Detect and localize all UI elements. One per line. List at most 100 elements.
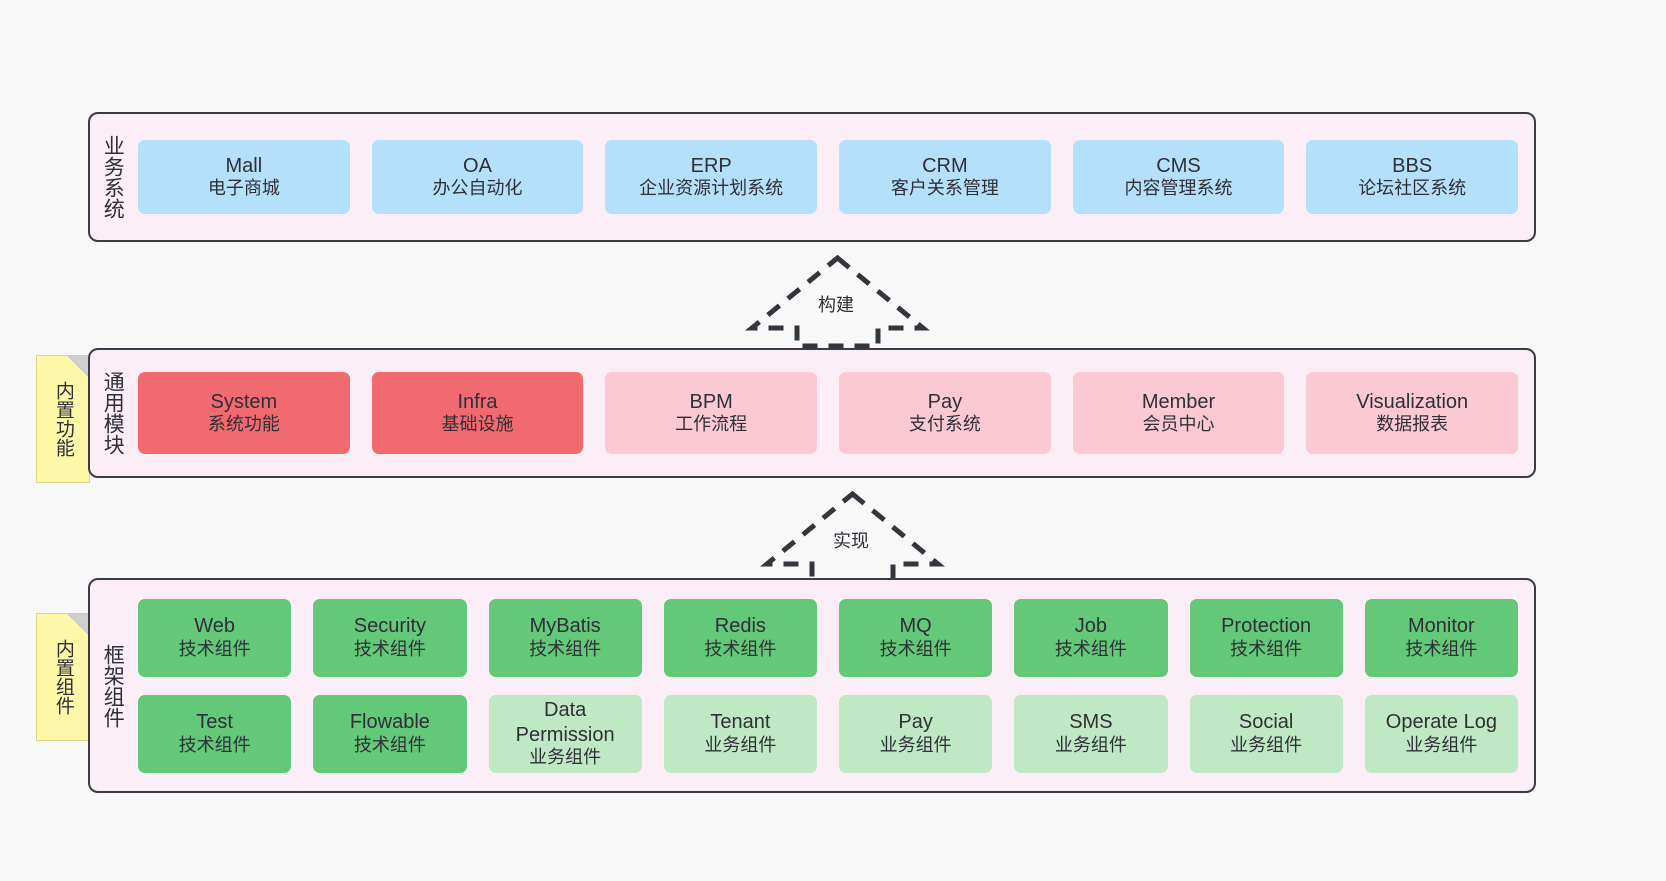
component-card-flowable[interactable]: Flowable 技术组件: [313, 694, 467, 773]
card-title: Data Permission: [515, 699, 615, 746]
card-subtitle: 会员中心: [1142, 414, 1215, 435]
layer-title-business-systems: 业务系统: [101, 135, 125, 219]
card-title: Tenant: [710, 711, 771, 734]
component-card-mq[interactable]: MQ 技术组件: [839, 598, 993, 677]
implement-arrow-label: 实现: [833, 531, 869, 551]
card-subtitle: 数据报表: [1376, 414, 1449, 435]
component-card-crm[interactable]: CRM 客户关系管理: [839, 140, 1051, 214]
component-card-redis[interactable]: Redis 技术组件: [663, 598, 817, 677]
card-subtitle: 技术组件: [1230, 638, 1303, 659]
card-title: Mall: [225, 154, 263, 177]
layer-framework-components: 框架组件 Web 技术组件 Security 技术组件 MyBatis 技术组件…: [88, 578, 1536, 793]
card-title: Visualization: [1356, 390, 1469, 413]
card-subtitle: 工作流程: [675, 414, 748, 435]
component-card-protection[interactable]: Protection 技术组件: [1189, 598, 1343, 677]
component-card-system[interactable]: System 系统功能: [138, 372, 350, 454]
card-subtitle: 技术组件: [178, 734, 251, 755]
component-card-infra[interactable]: Infra 基础设施: [371, 372, 584, 454]
card-title: Web: [194, 615, 235, 638]
card-subtitle: 系统功能: [207, 414, 280, 435]
layer-business-systems: 业务系统 Mall 电子商城 OA 办公自动化 ERP 企业资源计划系统 CRM…: [88, 112, 1536, 242]
component-card-social[interactable]: Social 业务组件: [1189, 694, 1343, 773]
card-title: ERP: [690, 154, 732, 177]
layer-common-modules: 通用模块 System 系统功能 Infra 基础设施 BPM 工作流程 Pay…: [88, 348, 1536, 478]
card-subtitle: 业务组件: [704, 734, 777, 755]
component-card-erp[interactable]: ERP 企业资源计划系统: [605, 140, 818, 214]
card-title: Test: [196, 711, 233, 734]
card-subtitle: 企业资源计划系统: [639, 178, 784, 199]
component-card-sms[interactable]: SMS 业务组件: [1014, 694, 1168, 773]
card-subtitle: 内容管理系统: [1124, 178, 1233, 199]
note-builtin-function: 内置功能: [36, 355, 90, 483]
card-title: Pay: [927, 390, 963, 413]
card-title: Social: [1238, 711, 1294, 734]
layer-body-business-systems: Mall 电子商城 OA 办公自动化 ERP 企业资源计划系统 CRM 客户关系…: [134, 114, 1534, 240]
card-title: OA: [463, 154, 492, 177]
component-card-web[interactable]: Web 技术组件: [138, 598, 292, 677]
component-card-pay-business[interactable]: Pay 业务组件: [839, 694, 993, 773]
card-subtitle: 技术组件: [1405, 638, 1478, 659]
component-card-tenant[interactable]: Tenant 业务组件: [663, 694, 817, 773]
card-title: Flowable: [349, 711, 430, 734]
card-subtitle: 技术组件: [178, 638, 251, 659]
card-title: MyBatis: [529, 615, 601, 638]
card-title: Infra: [457, 390, 498, 413]
component-row: Test 技术组件 Flowable 技术组件 Data Permission …: [138, 694, 1518, 773]
component-card-visualization[interactable]: Visualization 数据报表: [1306, 372, 1519, 454]
card-subtitle: 业务组件: [1405, 734, 1478, 755]
note-fold-corner-icon: [67, 356, 89, 378]
component-card-pay[interactable]: Pay 支付系统: [839, 372, 1051, 454]
component-card-monitor[interactable]: Monitor 技术组件: [1364, 598, 1518, 677]
component-card-security[interactable]: Security 技术组件: [313, 598, 467, 677]
component-card-cms[interactable]: CMS 内容管理系统: [1072, 140, 1285, 214]
card-subtitle: 客户关系管理: [890, 178, 999, 199]
component-row: Web 技术组件 Security 技术组件 MyBatis 技术组件 Redi…: [138, 598, 1518, 677]
card-subtitle: 业务组件: [1054, 734, 1127, 755]
card-subtitle: 基础设施: [441, 414, 514, 435]
card-title: BBS: [1392, 154, 1433, 177]
component-card-oa[interactable]: OA 办公自动化: [371, 140, 584, 214]
component-row: Mall 电子商城 OA 办公自动化 ERP 企业资源计划系统 CRM 客户关系…: [138, 140, 1519, 214]
component-card-bbs[interactable]: BBS 论坛社区系统: [1306, 140, 1519, 214]
note-builtin-component: 内置组件: [36, 613, 90, 741]
component-card-data-permission[interactable]: Data Permission 业务组件: [488, 694, 642, 773]
card-title: Operate Log: [1385, 711, 1497, 734]
layer-body-common-modules: System 系统功能 Infra 基础设施 BPM 工作流程 Pay 支付系统…: [134, 350, 1534, 476]
note-fold-corner-icon: [67, 614, 89, 636]
card-title: Protection: [1221, 615, 1312, 638]
card-title: Job: [1074, 615, 1107, 638]
card-title: Redis: [714, 615, 766, 638]
card-title: Monitor: [1408, 615, 1475, 638]
card-subtitle: 业务组件: [529, 746, 602, 767]
card-subtitle: 技术组件: [353, 734, 426, 755]
card-title: Pay: [898, 711, 933, 734]
card-title: SMS: [1069, 711, 1113, 734]
card-title: BPM: [689, 390, 733, 413]
card-subtitle: 技术组件: [529, 638, 602, 659]
layer-body-framework-components: Web 技术组件 Security 技术组件 MyBatis 技术组件 Redi…: [134, 580, 1534, 791]
card-title: Member: [1141, 390, 1216, 413]
component-card-job[interactable]: Job 技术组件: [1014, 598, 1168, 677]
card-subtitle: 技术组件: [353, 638, 426, 659]
card-subtitle: 支付系统: [908, 414, 981, 435]
card-title: MQ: [899, 615, 932, 638]
component-card-mybatis[interactable]: MyBatis 技术组件: [488, 598, 642, 677]
card-subtitle: 业务组件: [879, 734, 952, 755]
component-card-bpm[interactable]: BPM 工作流程: [605, 372, 818, 454]
layer-title-framework-components: 框架组件: [101, 643, 125, 728]
card-title: System: [210, 390, 278, 413]
card-subtitle: 论坛社区系统: [1358, 178, 1467, 199]
card-title: Security: [353, 615, 426, 638]
component-card-test[interactable]: Test 技术组件: [138, 694, 292, 773]
card-title: CRM: [922, 154, 968, 177]
component-row: System 系统功能 Infra 基础设施 BPM 工作流程 Pay 支付系统…: [138, 372, 1519, 454]
card-title: CMS: [1156, 154, 1201, 177]
component-card-operate-log[interactable]: Operate Log 业务组件: [1364, 694, 1518, 773]
build-arrow-label: 构建: [818, 295, 854, 315]
card-subtitle: 技术组件: [704, 638, 777, 659]
note-label: 内置组件: [52, 639, 74, 715]
component-card-mall[interactable]: Mall 电子商城: [138, 140, 350, 214]
card-subtitle: 电子商城: [207, 178, 280, 199]
component-card-member[interactable]: Member 会员中心: [1072, 372, 1285, 454]
